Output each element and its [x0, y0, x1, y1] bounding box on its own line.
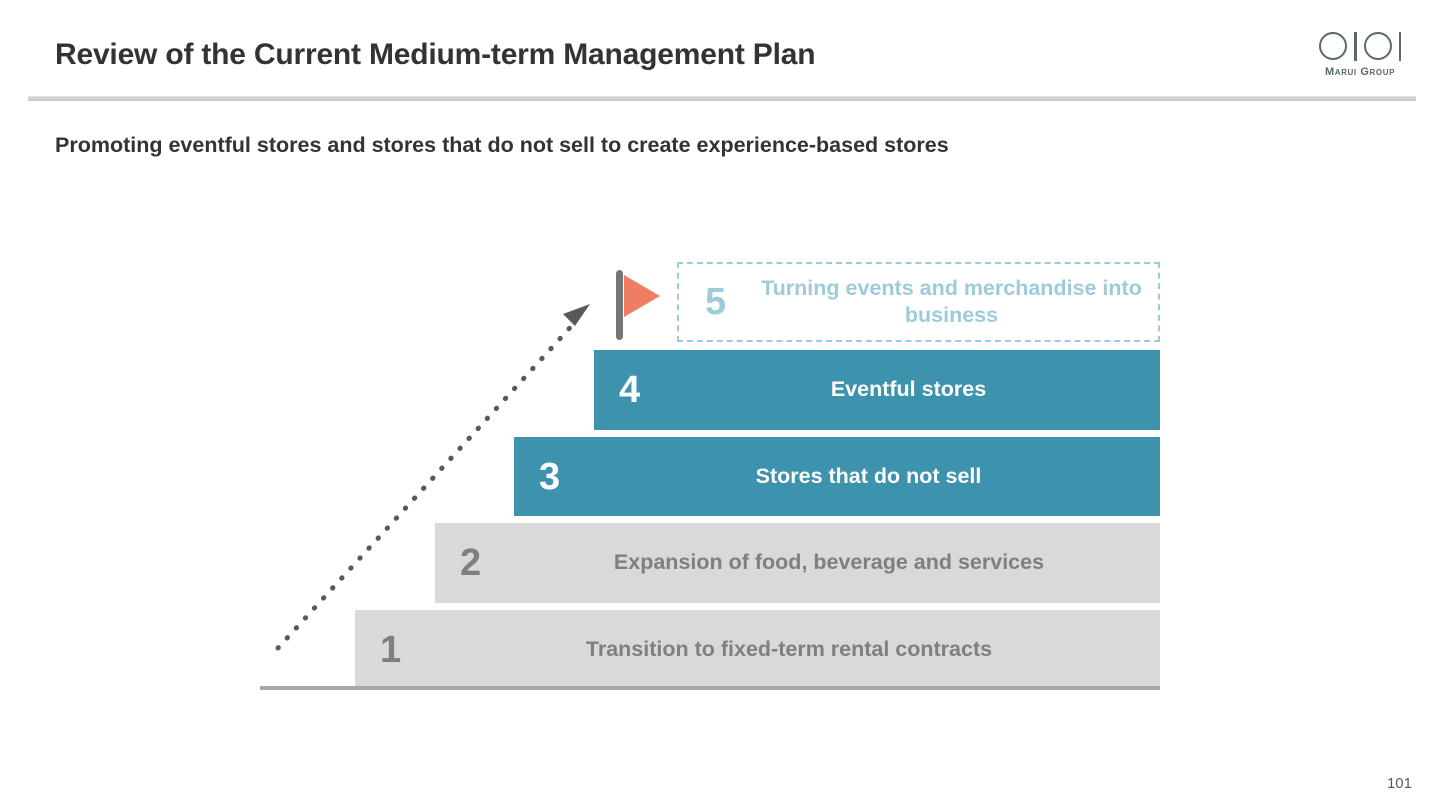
marui-group-logo: Marui Group [1304, 27, 1416, 85]
page-number: 101 [1386, 775, 1412, 792]
diagram-baseline [260, 686, 1160, 690]
step-label: Eventful stores [830, 377, 987, 402]
stair-step-3: 3 Stores that do not sell [514, 437, 1160, 516]
stair-step-5: 5 Turning events and merchandise into bu… [677, 262, 1160, 342]
step-number: 2 [460, 542, 482, 584]
stair-step-4: 4 Eventful stores [594, 350, 1160, 430]
goal-flag-icon [614, 270, 664, 342]
logo-bar-icon [1353, 31, 1357, 61]
stair-step-2: 2 Expansion of food, beverage and servic… [435, 523, 1160, 603]
logo-circle-icon [1318, 32, 1347, 60]
logo-oioi-mark [1304, 27, 1416, 65]
step-number: 4 [619, 369, 641, 411]
step-label: Turning events and merchandise into busi… [761, 275, 1142, 327]
page-title: Review of the Current Medium-term Manage… [55, 38, 816, 71]
flag-cloth [624, 275, 660, 317]
step-number: 5 [705, 281, 727, 323]
step-label: Expansion of food, beverage and services [613, 550, 1045, 575]
step-number: 1 [380, 628, 402, 671]
step-label: Stores that do not sell [755, 463, 982, 488]
logo-circle-icon [1363, 32, 1392, 60]
stair-step-1: 1 Transition to fixed-term rental contra… [355, 610, 1160, 689]
step-number: 3 [539, 455, 561, 498]
step-label: Transition to fixed-term rental contract… [585, 636, 993, 661]
slide-subtitle: Promoting eventful stores and stores tha… [55, 133, 949, 157]
logo-subtext: Marui Group [1324, 66, 1396, 78]
logo-bar-icon [1398, 31, 1402, 61]
flag-pole [616, 270, 623, 340]
header-divider [28, 96, 1416, 101]
